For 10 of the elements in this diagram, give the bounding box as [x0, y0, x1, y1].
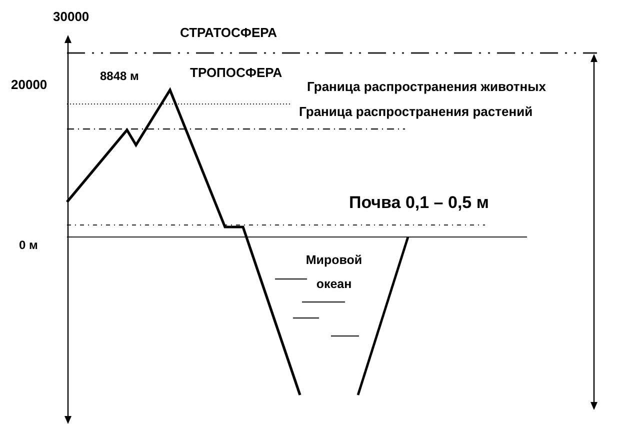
boundary-label: Граница распространения растений	[299, 105, 533, 118]
axis-tick-label: 0 м	[19, 239, 38, 251]
axis-tick-label: 20000	[11, 78, 48, 91]
axis-tick-label: 30000	[53, 10, 90, 23]
layer-label: СТРАТОСФЕРА	[180, 26, 278, 39]
ocean-label: Мировой океан	[304, 252, 364, 293]
layer-label: ТРОПОСФЕРА	[190, 66, 282, 79]
boundary-label: Граница распространения животных	[307, 80, 546, 93]
soil-label: Почва 0,1 – 0,5 м	[349, 194, 489, 211]
peak-height-label: 8848 м	[100, 70, 139, 82]
